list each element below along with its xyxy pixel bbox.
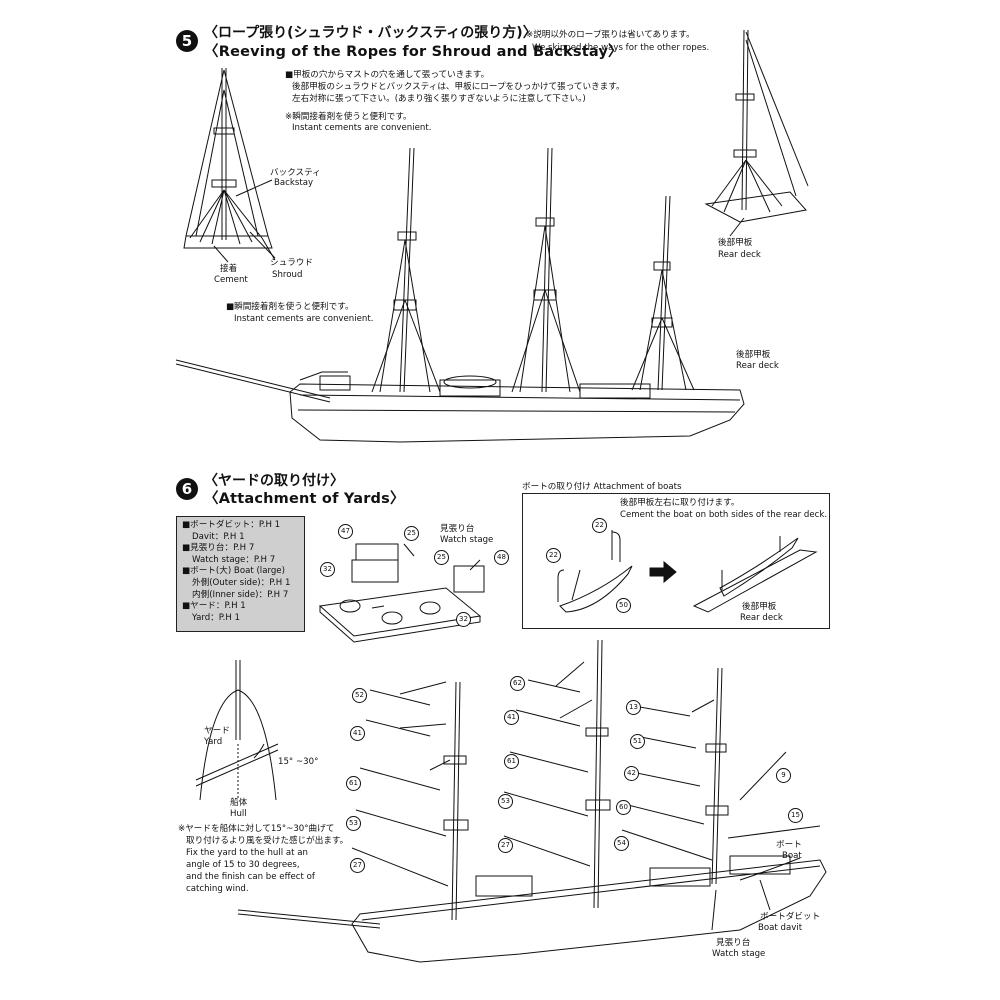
- ship-step5: [175, 147, 745, 443]
- shroud-label-en: Shroud: [272, 270, 303, 280]
- instant-cement-note-jp: ■瞬間接着剤を使うと便利です。: [226, 302, 354, 312]
- step-6-title-en: 〈Attachment of Yards〉: [204, 491, 405, 507]
- part-number: 27: [350, 858, 365, 873]
- watch-label-en: Watch stage: [712, 949, 766, 959]
- part-number: 50: [616, 598, 631, 613]
- cement-label-en: Cement: [214, 275, 248, 285]
- davit-label-jp: ボートダビット: [760, 912, 821, 922]
- parts-line: ■見張り台：P.H 7: [182, 543, 255, 554]
- step-6-badge: 6: [176, 478, 198, 500]
- backstay-label-jp: バックスティ: [270, 168, 321, 178]
- part-number: 32: [456, 612, 471, 627]
- cement-label-jp: 接着: [220, 264, 238, 274]
- backstay-label-en: Backstay: [274, 178, 314, 188]
- part-number: 61: [504, 754, 519, 769]
- angle-label: 15° ~30°: [278, 757, 319, 767]
- hull-label-en: Hull: [230, 809, 247, 819]
- step-5-badge: 5: [176, 30, 198, 52]
- boat-note-jp: 後部甲板左右に取り付けます。: [620, 498, 740, 508]
- part-number: 62: [510, 676, 525, 691]
- parts-line: 内側(Inner side)：P.H 7: [192, 589, 289, 600]
- rear-deck-label-top-en: Rear deck: [718, 250, 761, 260]
- mast-detail-left: [183, 68, 276, 263]
- parts-line: Watch stage：P.H 7: [192, 554, 276, 565]
- parts-list-box: ■ボートダビット：P.H 1 Davit：P.H 1 ■見張り台：P.H 7 W…: [176, 516, 305, 632]
- instant-cement-note-en: Instant cements are convenient.: [234, 314, 374, 324]
- part-number: 42: [624, 766, 639, 781]
- ship-step6: [237, 639, 827, 963]
- boat-rear-deck-en: Rear deck: [740, 613, 783, 623]
- watch-stage-assembly: [318, 543, 485, 643]
- part-number: 61: [346, 776, 361, 791]
- davit-label-en: Boat davit: [758, 923, 803, 933]
- part-number: 22: [592, 518, 607, 533]
- rope-note-jp-3: 左右対称に張って下さい。(あまり強く張りすぎないように注意して下さい。): [292, 94, 586, 104]
- yard-label-jp: ヤード: [204, 726, 230, 736]
- shroud-label-jp: シュラウド: [270, 258, 313, 268]
- part-number: 60: [616, 800, 631, 815]
- yard-tip-en-1: Fix the yard to the hull at an: [186, 848, 308, 858]
- yard-angle-diagram: [195, 660, 279, 801]
- boat-note-en: Cement the boat on both sides of the rea…: [620, 510, 828, 520]
- yard-tip-jp-2: 取り付けるより風を受けた感じが出ます。: [186, 836, 349, 846]
- part-number: 22: [546, 548, 561, 563]
- part-number: 9: [776, 768, 791, 783]
- parts-line: ■ボートダビット：P.H 1: [182, 520, 281, 530]
- part-number: 25: [434, 550, 449, 565]
- watch-stage-label-en: Watch stage: [440, 535, 494, 545]
- yard-tip-en-2: angle of 15 to 30 degrees,: [186, 860, 300, 870]
- part-number: 41: [350, 726, 365, 741]
- watch-stage-label-jp: 見張り台: [440, 524, 475, 534]
- parts-line: Davit：P.H 1: [192, 531, 245, 542]
- yard-tip-jp-1: ※ヤードを船体に対して15°~30°曲げて: [178, 824, 335, 834]
- parts-line: Yard：P.H 1: [192, 612, 240, 623]
- rear-deck-label-top-jp: 後部甲板: [718, 238, 753, 248]
- yard-label-en: Yard: [204, 737, 223, 747]
- part-number: 13: [626, 700, 641, 715]
- cement-tip-en: Instant cements are convenient.: [292, 123, 432, 133]
- boat-label-jp: ボート: [776, 840, 802, 850]
- parts-line: ■ヤード：P.H 1: [182, 601, 246, 612]
- rope-note-jp-2: 後部甲板のシュラウドとバックスティは、甲板にロープをひっかけて張っていきます。: [292, 82, 625, 92]
- watch-label-jp: 見張り台: [716, 938, 751, 948]
- hull-label-jp: 船体: [230, 798, 248, 808]
- skip-note-en: We skipped the ways for the other ropes.: [532, 43, 710, 53]
- yard-tip-en-4: catching wind.: [186, 884, 249, 894]
- boat-attachment-art: [557, 530, 818, 613]
- parts-line: 外側(Outer side)：P.H 1: [192, 577, 291, 588]
- part-number: 48: [494, 550, 509, 565]
- part-number: 52: [352, 688, 367, 703]
- skip-note-jp: ※説明以外のロープ張りは省いてあります。: [526, 30, 695, 40]
- boat-rear-deck-jp: 後部甲板: [742, 602, 777, 612]
- rear-deck-detail: [704, 29, 809, 237]
- yard-tip-en-3: and the finish can be effect of: [186, 872, 315, 882]
- part-number: 41: [504, 710, 519, 725]
- part-number: 47: [338, 524, 353, 539]
- boat-attachment-box: [522, 493, 830, 629]
- part-number: 53: [498, 794, 513, 809]
- step-6-title-jp: 〈ヤードの取り付け〉: [204, 473, 344, 489]
- part-number: 51: [630, 734, 645, 749]
- part-number: 32: [320, 562, 335, 577]
- part-number: 15: [788, 808, 803, 823]
- step-5-title-en: 〈Reeving of the Ropes for Shroud and Bac…: [204, 44, 623, 60]
- cement-tip-jp: ※瞬間接着剤を使うと便利です。: [285, 112, 412, 122]
- rear-deck-label-ship-en: Rear deck: [736, 361, 779, 371]
- step-5-title-jp: 〈ロープ張り(シュラウド・バックスティの張り方)〉: [204, 25, 537, 41]
- part-number: 25: [404, 526, 419, 541]
- part-number: 53: [346, 816, 361, 831]
- part-number: 54: [614, 836, 629, 851]
- rear-deck-label-ship-jp: 後部甲板: [736, 350, 771, 360]
- rope-note-jp-1: ■甲板の穴からマストの穴を通して張っていきます。: [285, 70, 490, 80]
- boat-box-header: ボートの取り付け Attachment of boats: [522, 482, 682, 492]
- parts-line: ■ボート(大) Boat (large): [182, 566, 285, 577]
- boat-label-en: Boat: [782, 851, 802, 861]
- part-number: 27: [498, 838, 513, 853]
